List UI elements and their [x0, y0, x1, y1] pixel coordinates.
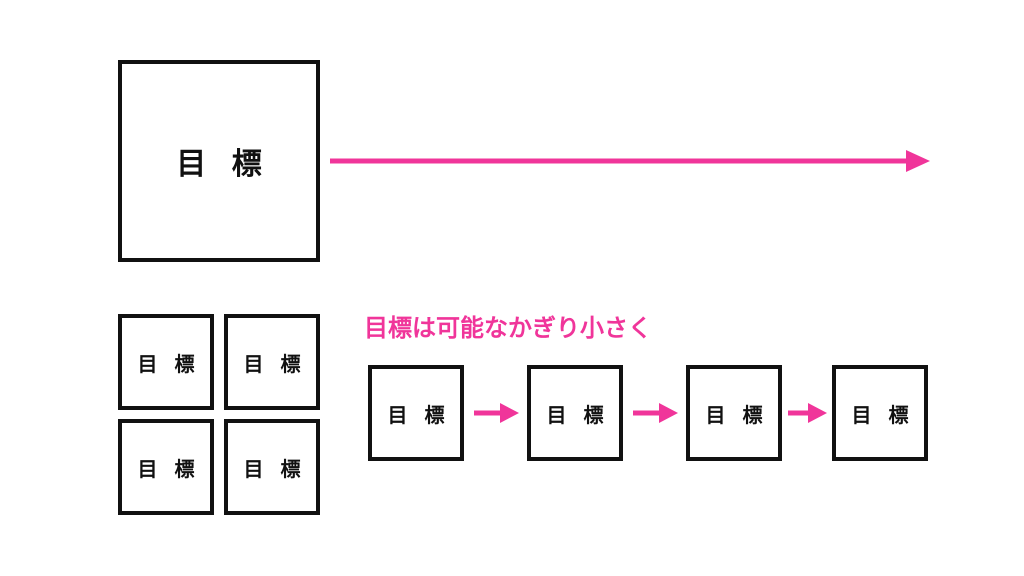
grid-goal-box-3: 目 標	[118, 419, 214, 515]
long-arrow	[330, 150, 930, 172]
chain-goal-box-3: 目 標	[686, 365, 782, 461]
grid-goal-box-1: 目 標	[118, 314, 214, 410]
chain-goal-box-4: 目 標	[832, 365, 928, 461]
chain-goal-label: 目 標	[705, 402, 768, 427]
grid-goal-box-2: 目 標	[224, 314, 320, 410]
chain-arrow-2	[633, 403, 678, 423]
chain-goal-label: 目 標	[546, 402, 609, 427]
chain-arrow-head	[808, 403, 827, 423]
grid-goal-label: 目 標	[243, 351, 306, 376]
chain-arrow-1	[474, 403, 519, 423]
grid-goal-label: 目 標	[137, 351, 200, 376]
caption-text: 目標は可能なかぎり小さく	[364, 314, 652, 342]
grid-goal-box-4: 目 標	[224, 419, 320, 515]
chain-goal-label: 目 標	[387, 402, 450, 427]
long-arrow-head	[906, 150, 930, 172]
main-goal-box: 目 標	[118, 60, 320, 262]
grid-goal-label: 目 標	[243, 456, 306, 481]
chain-arrow-head	[500, 403, 519, 423]
main-goal-label: 目 標	[176, 147, 270, 182]
chain-goal-box-1: 目 標	[368, 365, 464, 461]
chain-arrow-3	[788, 403, 827, 423]
chain-goal-label: 目 標	[851, 402, 914, 427]
chain-goal-box-2: 目 標	[527, 365, 623, 461]
grid-goal-label: 目 標	[137, 456, 200, 481]
chain-arrow-head	[659, 403, 678, 423]
